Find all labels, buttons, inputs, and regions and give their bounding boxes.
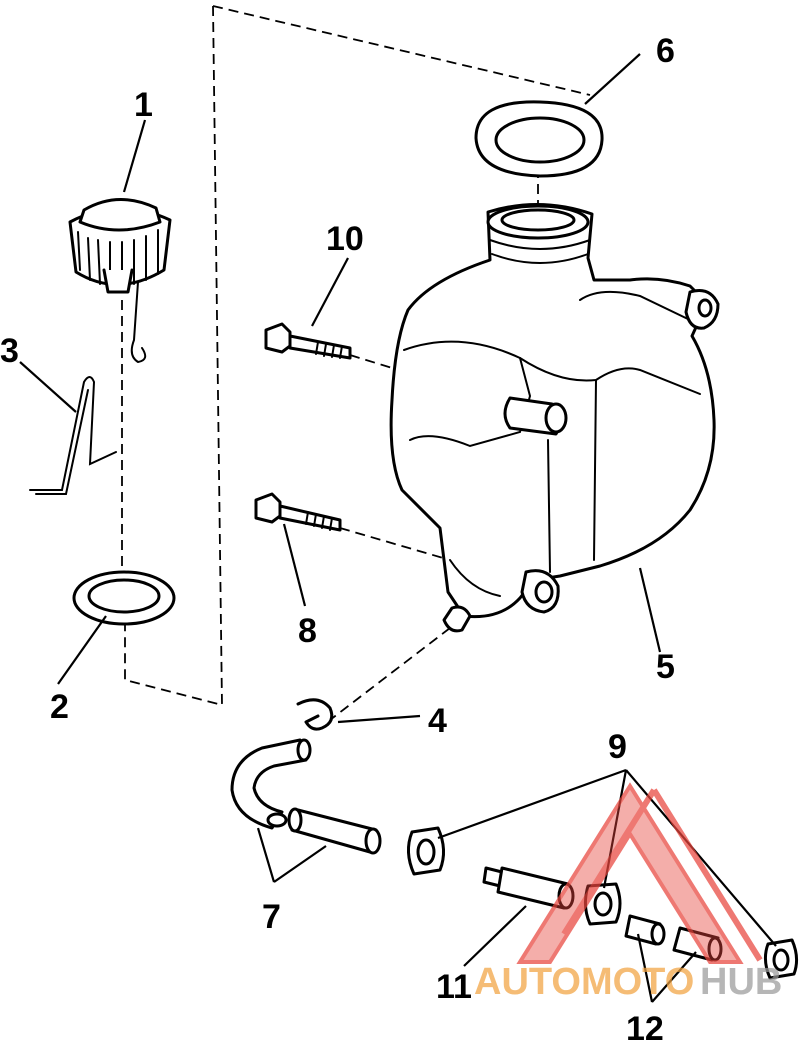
watermark-text-hub: HUB [700,961,782,1003]
neck-gasket [474,100,604,178]
clamp-c [763,938,799,980]
fitting [482,866,575,910]
leader-lines [19,53,777,1003]
callout-11: 11 [436,968,472,1006]
callout-5: 5 [656,648,675,686]
callout-1: 1 [134,86,153,124]
clamp-a [407,826,445,876]
callout-3: 3 [0,332,19,370]
callout-6: 6 [656,32,675,70]
cap-gasket [72,570,176,626]
oil-tank [389,202,720,633]
callout-9: 9 [608,728,627,766]
retaining-clip [29,376,117,495]
callout-7: 7 [262,898,281,936]
hose-straight [287,807,382,855]
hose-elbow [230,738,312,830]
upper-screw [264,322,352,360]
callout-8: 8 [298,612,317,650]
callout-10: 10 [326,220,364,258]
lower-screw [254,492,342,532]
watermark-text-auto: AUTOMOTO [474,961,694,1003]
callout-12: 12 [626,1010,664,1044]
hose-clamp [296,698,334,731]
short-hose-a [624,914,666,946]
callout-4: 4 [428,702,447,740]
callout-labels: 1 2 3 4 5 6 7 8 9 10 11 12 [0,32,675,1044]
callout-2: 2 [50,688,69,726]
automotohub-watermark: AUTOMOTO HUB [474,782,782,1003]
filler-cap [68,198,172,364]
